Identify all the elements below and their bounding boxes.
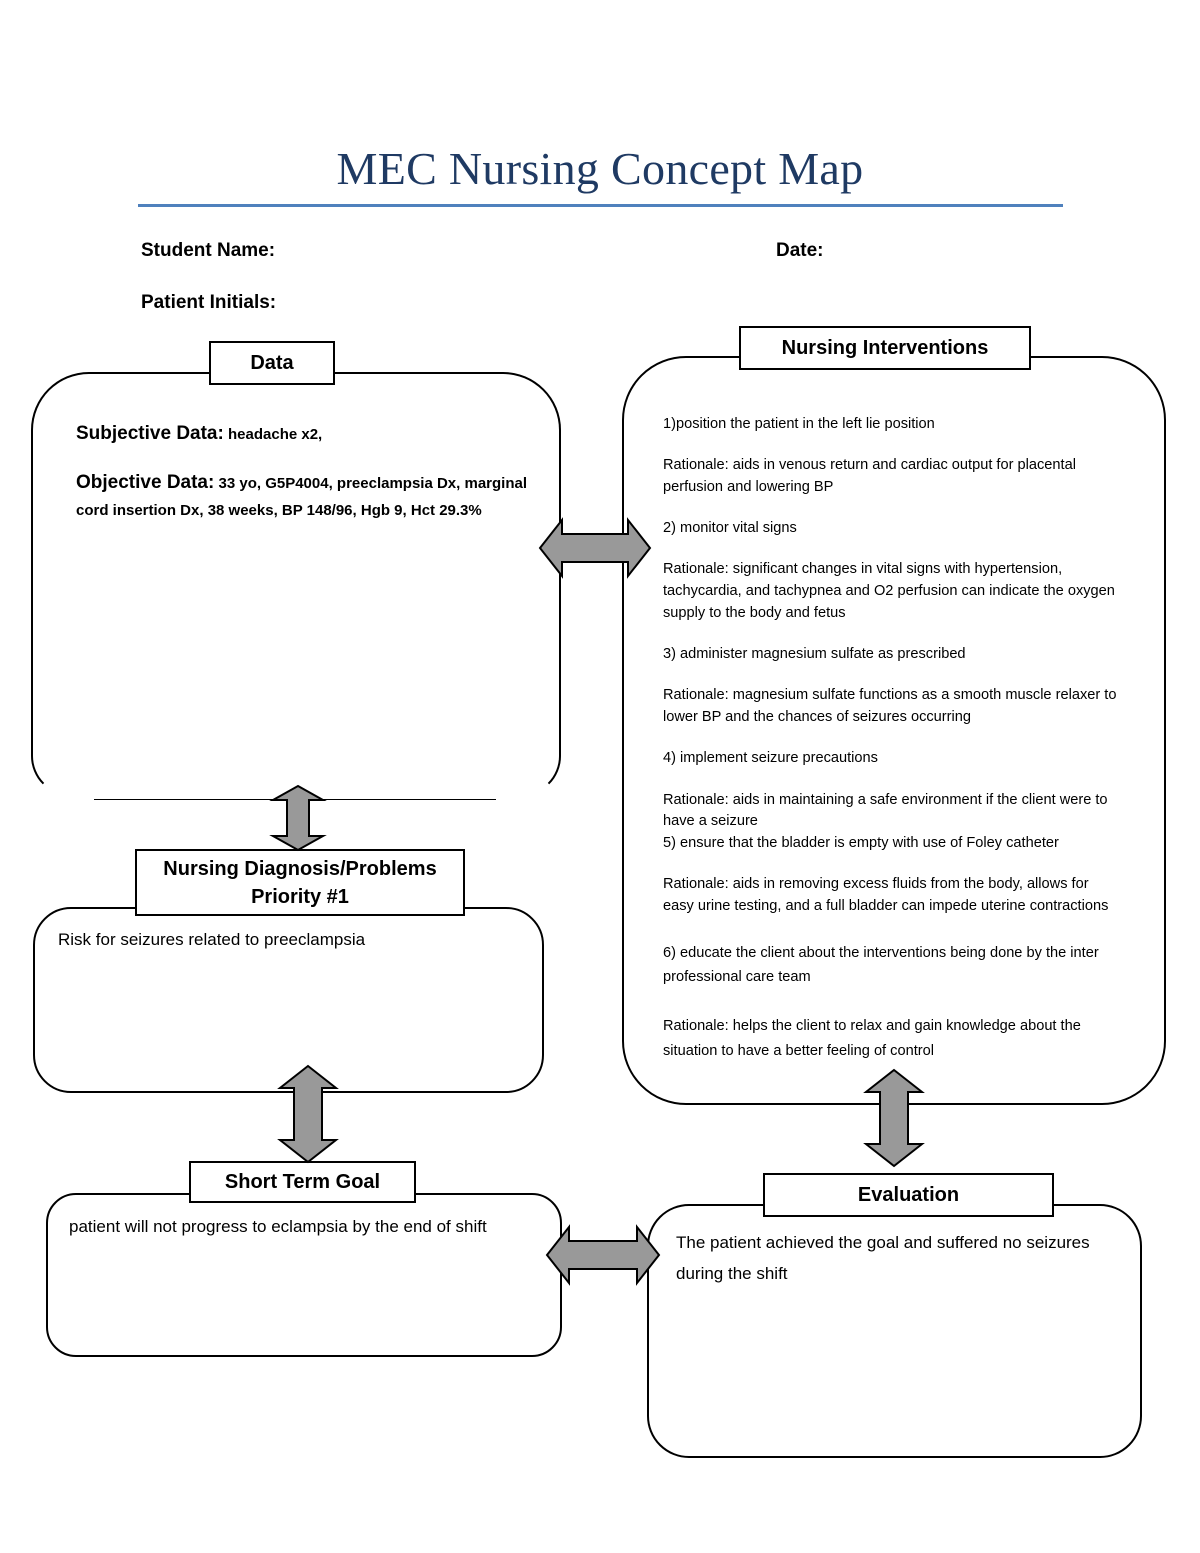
- subjective-data-value: headache x2,: [228, 426, 323, 443]
- interventions-box: [622, 356, 1166, 1105]
- intervention-rationale: Rationale: significant changes in vital …: [663, 561, 1115, 621]
- subjective-data: Subjective Data: headache x2,: [76, 420, 536, 448]
- data-label: Data: [209, 341, 335, 385]
- objective-data-label: Objective Data:: [76, 472, 215, 493]
- intervention-item: 4) implement seizure precautions: [663, 750, 878, 766]
- short-term-goal-box: [46, 1193, 562, 1357]
- intervention-item: 6) educate the client about the interven…: [663, 945, 1099, 985]
- page-title: MEC Nursing Concept Map: [336, 143, 864, 194]
- goal-evaluation-double-arrow: [545, 1224, 661, 1286]
- intervention-rationale: Rationale: aids in venous return and car…: [663, 457, 1076, 495]
- title-underline: [138, 204, 1063, 207]
- subjective-data-label: Subjective Data:: [76, 423, 224, 444]
- intervention-rationale: Rationale: helps the client to relax and…: [663, 1018, 1081, 1059]
- patient-initials-label: Patient Initials:: [141, 292, 277, 313]
- intervention-item: 2) monitor vital signs: [663, 520, 797, 536]
- intervention-rationale: Rationale: aids in maintaining a safe en…: [663, 792, 1108, 829]
- diagnosis-label-line1: Nursing Diagnosis/Problems: [163, 857, 437, 880]
- student-name-label: Student Name:: [141, 240, 276, 261]
- evaluation-label: Evaluation: [763, 1173, 1054, 1217]
- diagnosis-label-line2: Priority #1: [251, 885, 349, 908]
- intervention-item: 1)position the patient in the left lie p…: [663, 416, 935, 432]
- diagnosis-text: Risk for seizures related to preeclampsi…: [58, 930, 366, 949]
- short-term-goal-text: patient will not progress to eclampsia b…: [69, 1217, 487, 1236]
- data-box: [31, 372, 561, 796]
- intervention-item: 3) administer magnesium sulfate as presc…: [663, 646, 966, 662]
- data-diagnosis-double-arrow: [269, 784, 327, 852]
- diagnosis-goal-double-arrow: [277, 1064, 339, 1164]
- evaluation-box: [647, 1204, 1142, 1458]
- interventions-list: 1)position the patient in the left lie p…: [663, 413, 1118, 1083]
- intervention-rationale: Rationale: magnesium sulfate functions a…: [663, 687, 1117, 725]
- interventions-label: Nursing Interventions: [739, 326, 1031, 370]
- short-term-goal-label: Short Term Goal: [189, 1161, 416, 1203]
- interventions-evaluation-double-arrow: [863, 1068, 925, 1168]
- objective-data-value: 33 yo, G5P4004, preeclampsia Dx, margina…: [76, 475, 527, 519]
- objective-data: Objective Data: 33 yo, G5P4004, preeclam…: [76, 469, 536, 524]
- diagnosis-box: [33, 907, 544, 1093]
- date-label: Date:: [776, 240, 824, 261]
- intervention-rationale: Rationale: aids in removing excess fluid…: [663, 876, 1109, 914]
- diagnosis-label: Nursing Diagnosis/Problems Priority #1: [135, 849, 465, 916]
- data-interventions-double-arrow: [538, 517, 652, 579]
- intervention-item: 5) ensure that the bladder is empty with…: [663, 835, 1059, 851]
- evaluation-text: The patient achieved the goal and suffer…: [676, 1233, 1090, 1283]
